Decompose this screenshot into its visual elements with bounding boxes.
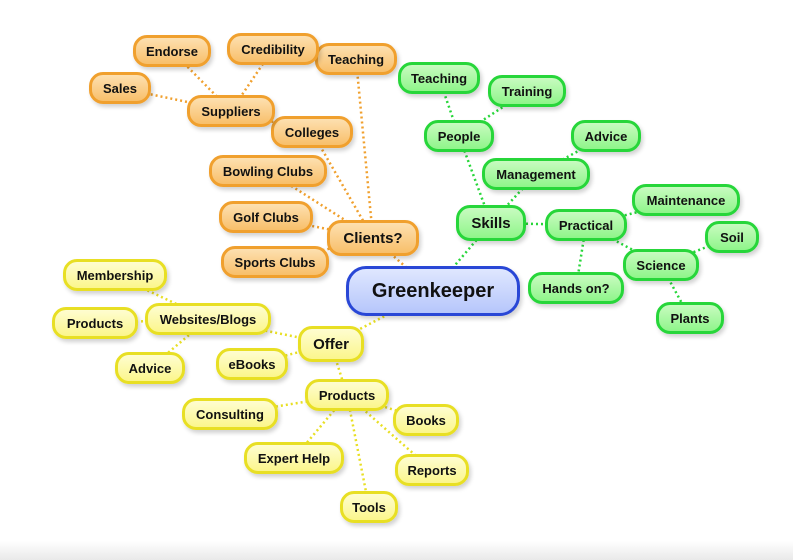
membership-node[interactable]: Membership <box>63 259 167 291</box>
reports-node[interactable]: Reports <box>395 454 469 486</box>
advice-node[interactable]: Advice <box>571 120 641 152</box>
link-offer-ebooks <box>251 342 332 366</box>
consulting-node[interactable]: Consulting <box>182 398 278 430</box>
central-topic-node[interactable]: Greenkeeper <box>346 266 520 316</box>
endorse-node[interactable]: Endorse <box>133 35 211 67</box>
link-products-tools <box>345 394 371 508</box>
clients-node[interactable]: Clients? <box>327 220 419 256</box>
science-node[interactable]: Science <box>623 249 699 281</box>
tools-node[interactable]: Tools <box>340 491 398 523</box>
people-node[interactable]: People <box>424 120 494 152</box>
skills-node[interactable]: Skills <box>456 205 526 241</box>
golf-clubs-node[interactable]: Golf Clubs <box>219 201 313 233</box>
credibility-node[interactable]: Credibility <box>227 33 319 65</box>
management-node[interactable]: Management <box>482 158 590 190</box>
link-products-books <box>346 393 427 422</box>
sports-clubs-node[interactable]: Sports Clubs <box>221 246 329 278</box>
soil-node[interactable]: Soil <box>705 221 759 253</box>
sales-node[interactable]: Sales <box>89 72 151 104</box>
plants-node[interactable]: Plants <box>656 302 724 334</box>
offer-advice-node[interactable]: Advice <box>115 352 185 384</box>
colleges-node[interactable]: Colleges <box>271 116 353 148</box>
expert-help-node[interactable]: Expert Help <box>244 442 344 474</box>
teaching-node[interactable]: Teaching <box>315 43 397 75</box>
skills-teaching-node[interactable]: Teaching <box>398 62 480 94</box>
link-people-training <box>458 89 528 138</box>
practical-node[interactable]: Practical <box>545 209 627 241</box>
websites-blogs-node[interactable]: Websites/Blogs <box>145 303 271 335</box>
offer-node[interactable]: Offer <box>298 326 364 362</box>
link-offer-products <box>329 343 349 396</box>
bowling-clubs-node[interactable]: Bowling Clubs <box>209 155 327 187</box>
books-node[interactable]: Books <box>393 404 459 436</box>
products-node[interactable]: Products <box>305 379 389 411</box>
link-products-reports <box>346 394 433 471</box>
hands-on-node[interactable]: Hands on? <box>528 272 624 304</box>
window-bottom-edge <box>0 541 793 560</box>
websites-products-node[interactable]: Products <box>52 307 138 339</box>
suppliers-node[interactable]: Suppliers <box>187 95 275 127</box>
training-node[interactable]: Training <box>488 75 566 107</box>
maintenance-node[interactable]: Maintenance <box>632 184 740 216</box>
ebooks-node[interactable]: eBooks <box>216 348 288 380</box>
link-products-experthelp <box>293 394 348 459</box>
link-suppliers-sales <box>119 86 232 113</box>
